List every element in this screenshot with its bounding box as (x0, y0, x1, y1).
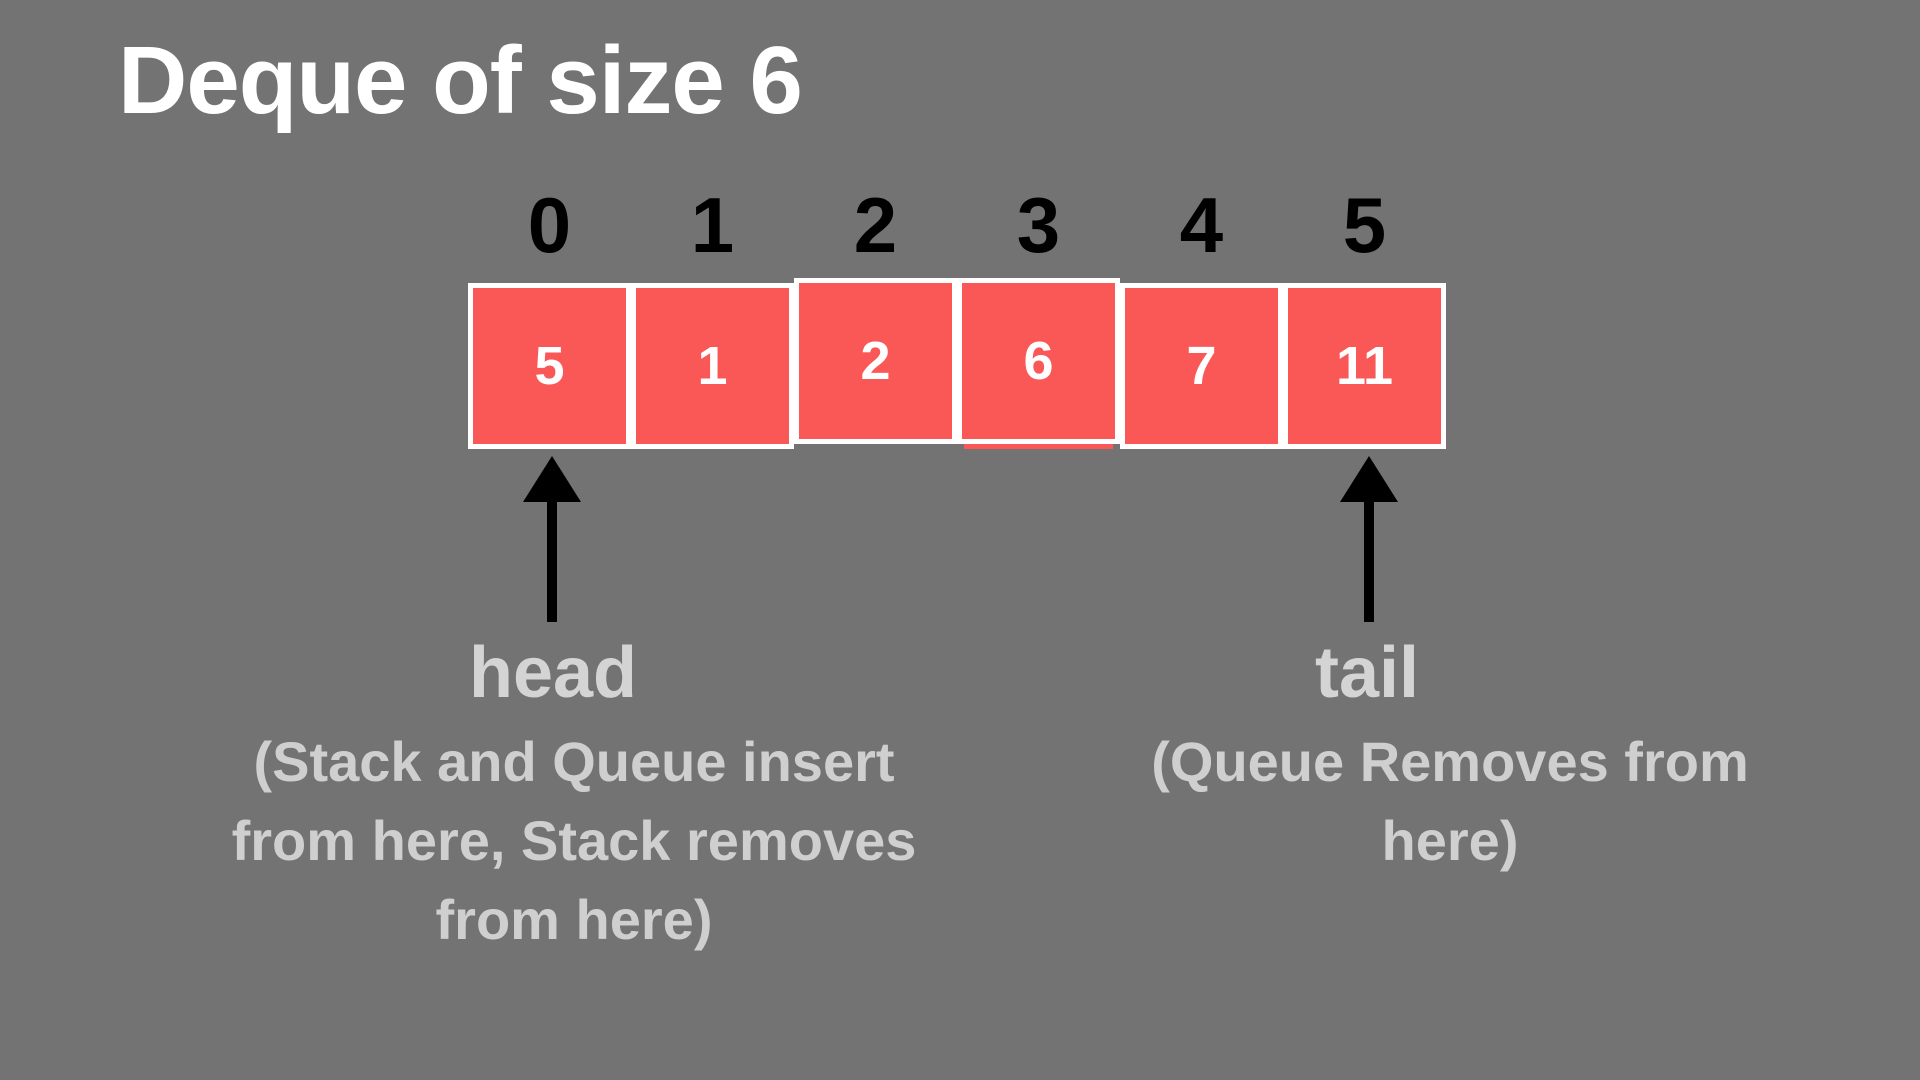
description-line: (Queue Removes from (1151, 730, 1749, 793)
description-line: from here, Stack removes (231, 809, 917, 872)
index-label-3: 3 (1016, 181, 1061, 269)
index-label-5: 5 (1342, 181, 1387, 269)
head-description: (Stack and Queue insert from here, Stack… (232, 722, 917, 959)
deque-cell-0: 5 (468, 283, 631, 449)
index-label-4: 4 (1179, 181, 1224, 269)
page-title: Deque of size 6 (118, 27, 803, 134)
deque-cell-3: 6 (957, 278, 1120, 449)
description-line: here) (1381, 809, 1519, 872)
index-label-2: 2 (853, 181, 898, 269)
arrow-head (523, 456, 581, 502)
arrow-shaft (1364, 502, 1374, 622)
description-line: (Stack and Queue insert (253, 730, 895, 793)
head-label: head (468, 633, 638, 713)
cell-value: 1 (697, 336, 728, 396)
index-label-0: 0 (527, 181, 572, 269)
deque-cell-2: 2 (794, 278, 957, 444)
cell-value: 5 (534, 336, 565, 396)
cell-value: 11 (1335, 336, 1394, 396)
cell-value: 6 (1023, 331, 1054, 391)
index-label-1: 1 (690, 181, 735, 269)
description-line: from here) (435, 888, 713, 951)
tail-label: tail (1314, 633, 1420, 713)
deque-array: 5 1 2 6 7 11 (468, 278, 1446, 449)
deque-cell-4: 7 (1120, 283, 1283, 449)
tail-description: (Queue Removes from here) (1151, 722, 1749, 880)
deque-cell-1: 1 (631, 283, 794, 449)
tail-arrow-icon (1340, 456, 1398, 622)
cell-value: 2 (860, 331, 891, 391)
head-arrow-icon (523, 456, 581, 622)
deque-cell-5: 11 (1283, 283, 1446, 449)
arrow-shaft (547, 502, 557, 622)
arrow-head (1340, 456, 1398, 502)
cell-value: 7 (1186, 336, 1217, 396)
index-labels-row: 0 1 2 3 4 5 (468, 186, 1446, 264)
